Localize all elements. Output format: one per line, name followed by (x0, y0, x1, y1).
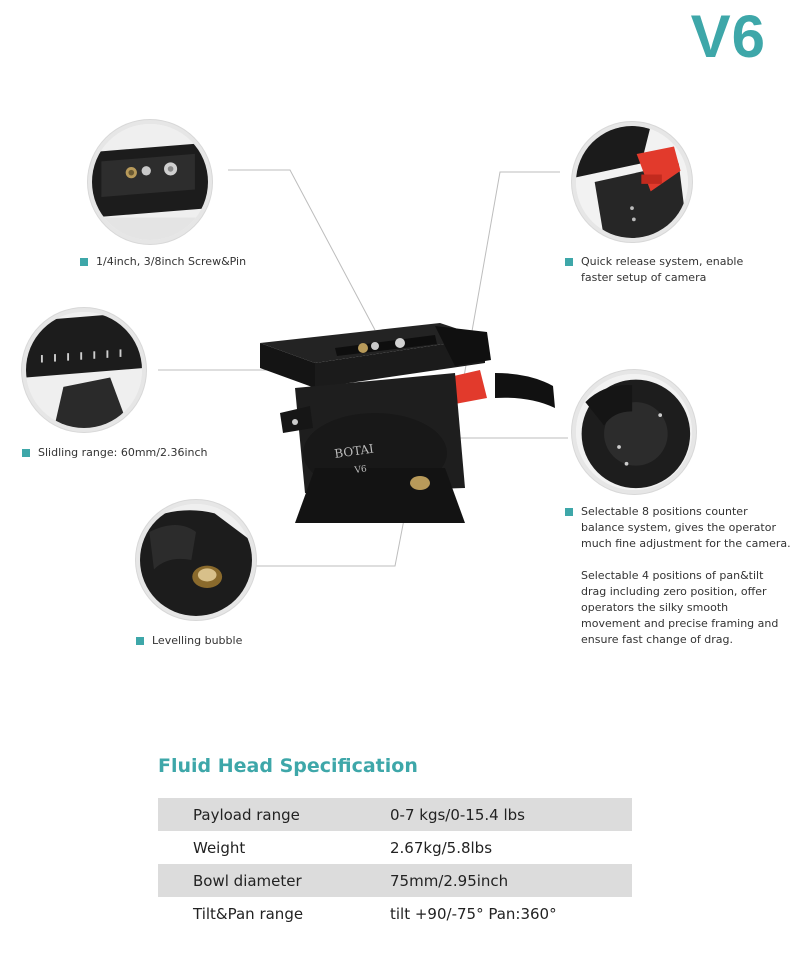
spec-label: Bowl diameter (158, 864, 390, 897)
callout-pan-tilt-drag: Selectable 4 positions of pan&tilt drag … (581, 568, 778, 648)
callout-text-line: ensure fast change of drag. (581, 633, 733, 646)
callout-text-line: Quick release system, enable (581, 255, 744, 268)
bullet-square-icon (565, 508, 573, 516)
table-row: Payload range 0-7 kgs/0-15.4 lbs (158, 798, 632, 831)
spec-value: 2.67kg/5.8lbs (390, 831, 632, 864)
callout-text: Levelling bubble (152, 634, 243, 647)
detail-photo-screw-pin (88, 120, 212, 244)
detail-photo-sliding-range (22, 308, 146, 432)
callout-text-line: operators the silky smooth (581, 601, 729, 614)
spec-label: Weight (158, 831, 390, 864)
product-model-mark: V6 (353, 464, 368, 476)
callout-text-line: Selectable 8 positions counter (581, 505, 748, 518)
bullet-square-icon (565, 258, 573, 266)
callout-text-line: Selectable 4 positions of pan&tilt (581, 569, 764, 582)
fluid-head-product-photo: BOTAI V6 (255, 318, 555, 523)
table-row: Weight 2.67kg/5.8lbs (158, 831, 632, 864)
spec-title: Fluid Head Specification (158, 755, 418, 777)
spec-label: Tilt&Pan range (158, 897, 390, 930)
callout-text: Slidling range: 60mm/2.36inch (38, 446, 208, 459)
detail-photo-quick-release (572, 122, 692, 242)
spec-value: tilt +90/-75° Pan:360° (390, 897, 632, 930)
callout-levelling-bubble: Levelling bubble (136, 633, 242, 649)
bullet-square-icon (22, 449, 30, 457)
callout-screw-pin: 1/4inch, 3/8inch Screw&Pin (80, 254, 246, 270)
spec-label: Payload range (158, 798, 390, 831)
spec-table: Payload range 0-7 kgs/0-15.4 lbs Weight … (158, 798, 632, 930)
callout-counter-balance: Selectable 8 positions counter balance s… (565, 504, 791, 552)
spec-value: 0-7 kgs/0-15.4 lbs (390, 798, 632, 831)
callout-text-line: balance system, gives the operator (581, 521, 776, 534)
bullet-square-icon (80, 258, 88, 266)
table-row: Bowl diameter 75mm/2.95inch (158, 864, 632, 897)
callout-text: 1/4inch, 3/8inch Screw&Pin (96, 255, 247, 268)
callout-text-line: faster setup of camera (581, 271, 707, 284)
callout-text-line: movement and precise framing and (581, 617, 779, 630)
product-brand-mark: BOTAI (333, 442, 374, 461)
callout-sliding-range: Slidling range: 60mm/2.36inch (22, 445, 208, 461)
callout-quick-release: Quick release system, enable faster setu… (565, 254, 743, 286)
detail-photo-counter-balance (572, 370, 696, 494)
callout-text-line: much fine adjustment for the camera. (581, 537, 791, 550)
spec-value: 75mm/2.95inch (390, 864, 632, 897)
model-title: V6 (690, 3, 766, 70)
table-row: Tilt&Pan range tilt +90/-75° Pan:360° (158, 897, 632, 930)
bullet-square-icon (136, 637, 144, 645)
callout-text-line: drag including zero position, offer (581, 585, 767, 598)
detail-photo-levelling-bubble (136, 500, 256, 620)
